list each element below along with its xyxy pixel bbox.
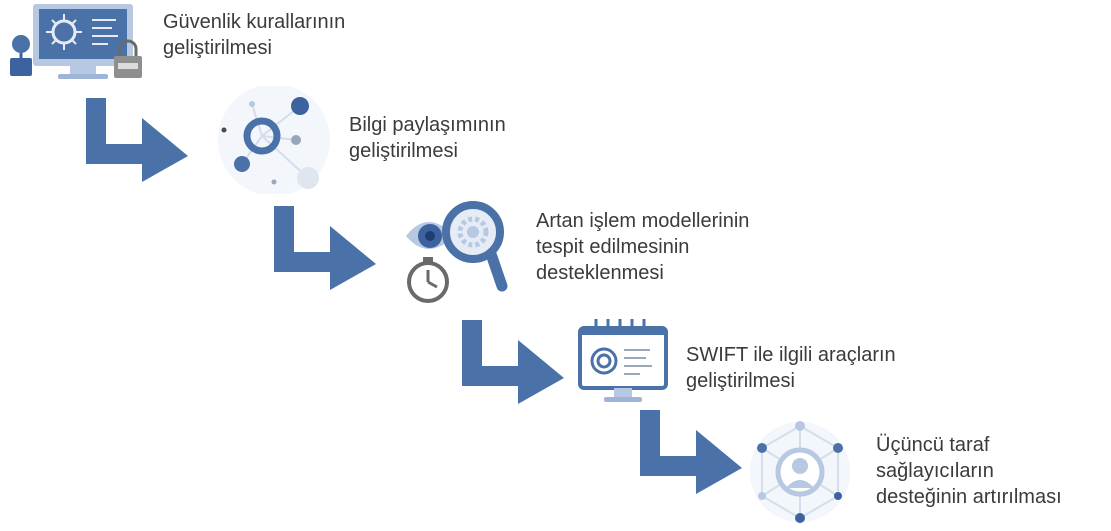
eye-magnifier-stopwatch-icon [406, 201, 508, 303]
step-3-label: Artan işlem modellerinin tespit edilmesi… [536, 210, 750, 284]
arrow-4 [640, 410, 742, 494]
arrow-3 [462, 320, 564, 404]
step-4-label: SWIFT ile ilgili araçların geliştirilmes… [686, 344, 896, 392]
network-nodes-icon [218, 86, 330, 194]
arrow-2 [274, 206, 376, 290]
third-party-network-icon [750, 421, 850, 523]
step-5-label: Üçüncü taraf sağlayıcıların desteğinin a… [876, 434, 1062, 508]
step-2-label: Bilgi paylaşımının geliştirilmesi [349, 114, 506, 162]
swift-monitor-icon [578, 319, 668, 402]
step-1-label: Güvenlik kurallarının geliştirilmesi [163, 11, 346, 59]
arrow-1 [86, 98, 188, 182]
monitor-network-icon [10, 4, 142, 79]
